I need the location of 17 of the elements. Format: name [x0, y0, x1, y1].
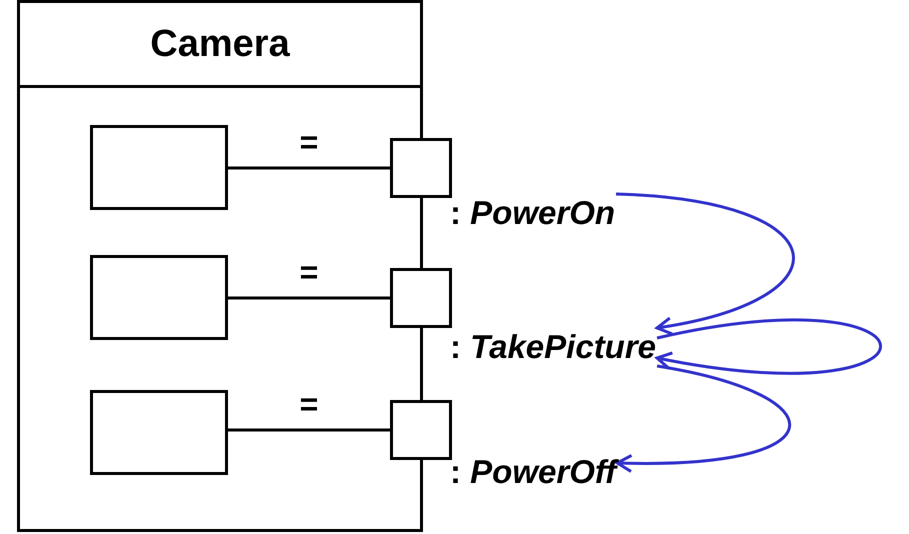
- part-box: [90, 390, 228, 475]
- class-box: [17, 0, 423, 532]
- connector-line: [228, 166, 390, 170]
- transition-arrow: [656, 318, 881, 375]
- connector-line: [228, 428, 390, 432]
- port-square: [390, 268, 452, 328]
- transition-arrow: [616, 192, 794, 335]
- port-square: [390, 400, 452, 460]
- part-box: [90, 125, 228, 210]
- port-label: : PowerOn: [450, 190, 616, 236]
- class-name: Camera: [150, 22, 290, 66]
- transition-arrow: [616, 364, 790, 473]
- part-box: [90, 255, 228, 340]
- port-label: : TakePicture: [450, 324, 656, 370]
- connector-line: [228, 296, 390, 300]
- port-square: [390, 138, 452, 198]
- port-label: : PowerOff: [450, 449, 616, 495]
